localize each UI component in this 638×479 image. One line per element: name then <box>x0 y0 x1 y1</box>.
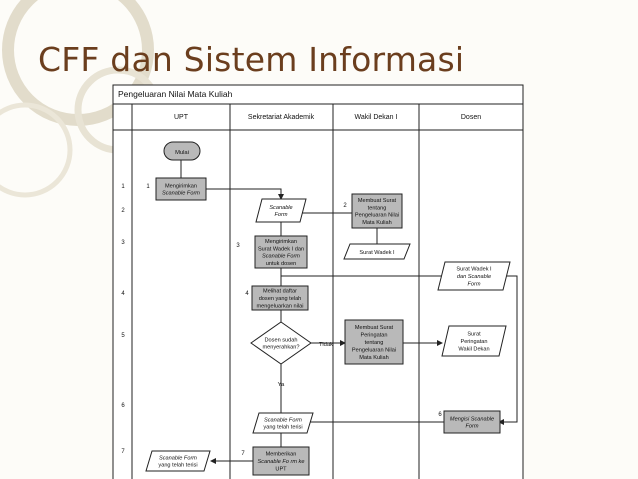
dosen-letter-doc-text-line-1: Surat Wadek I <box>456 267 492 273</box>
sa-filled-form-text-line-1: Scanable Form <box>264 417 302 423</box>
dosen-letter-doc-text-line-2: dan Scanable <box>457 274 491 280</box>
wd-warning-text-line-2: Peringatan <box>360 333 387 339</box>
decision-text-line-2: menyerahkan? <box>262 345 299 351</box>
dosen-fill-text-line-1: Mengisi Scanable <box>450 416 494 422</box>
row-number-7: 7 <box>121 449 125 455</box>
step-number-1: 1 <box>146 184 150 190</box>
sa-filled-form-text-line-2: yang telah terisi <box>263 425 302 431</box>
wd-letter-text-line-1: Membuat Surat <box>358 198 397 204</box>
lane-header-3: Wakil Dekan I <box>355 114 398 121</box>
row-number-1: 1 <box>121 184 125 190</box>
decision-no-label: Tidak <box>319 342 333 348</box>
wd-warning-text-line-3: tentang <box>365 340 384 346</box>
dosen-warning-text-line-3: Wakil Dekan <box>458 346 489 352</box>
step-number-4: 4 <box>245 291 249 297</box>
step-number-3: 3 <box>236 243 240 249</box>
wd-warning-process <box>344 319 404 365</box>
sa-give-process <box>252 446 310 476</box>
wd-warning-text-line-1: Membuat Surat <box>355 325 394 331</box>
wd-letter-text-line-4: Mata Kuliah <box>362 220 392 226</box>
step-number-6: 6 <box>438 412 442 418</box>
wd-letter-doc-text: Surat Wadek I <box>359 250 395 256</box>
dosen-letter-doc-text-line-3: Form <box>467 281 480 287</box>
wd-warning-text-line-5: Mata Kuliah <box>359 355 389 361</box>
start-label: Mulai <box>175 150 189 156</box>
sa-view-process <box>251 285 309 311</box>
dosen-warning-text-line-1: Surat <box>467 332 481 338</box>
upt-send-text-line-2: Scanable Form <box>162 191 200 197</box>
wd-letter-text-line-2: tentang <box>368 205 387 211</box>
wd-letter-process <box>351 193 403 229</box>
sa-give-text-line-2: Scanable Fo rm ke <box>258 459 305 465</box>
dosen-letter-doc <box>437 261 511 291</box>
row-number-4: 4 <box>121 291 125 297</box>
sa-filled-form-doc <box>252 412 314 434</box>
sa-view-text-line-2: dosen yang telah <box>259 296 302 302</box>
row-number-6: 6 <box>121 403 125 409</box>
row-number-5: 5 <box>121 333 125 339</box>
upt-filled-form-text-line-2: yang telah terisi <box>158 463 197 469</box>
decision-text-line-1: Dosen sudah <box>265 337 298 343</box>
wd-letter-doc <box>343 243 411 260</box>
dosen-warning-text-line-2: Peringatan <box>460 339 487 345</box>
lane-header-2: Sekretariat Akademik <box>248 114 315 121</box>
sa-give-text-line-1: Memberikan <box>266 452 297 458</box>
sa-send-text-line-1: Mengirimkan <box>265 239 297 245</box>
lane-header-1: UPT <box>174 114 189 121</box>
step-number-2: 2 <box>343 203 347 209</box>
decision-yes-label: Ya <box>278 382 285 388</box>
step-number-7: 7 <box>241 451 245 457</box>
sa-send-text-line-3: Scanable Form <box>262 254 300 260</box>
sa-give-text-line-3: UPT <box>275 466 287 472</box>
dosen-fill-process <box>443 410 501 434</box>
scanable-form-data <box>255 198 307 223</box>
sa-send-text-line-2: Surat Wadek I dan <box>258 246 304 252</box>
sa-send-text-line-4: untuk dosen <box>266 261 296 267</box>
upt-filled-form-doc <box>145 450 211 472</box>
upt-send-text-line-1: Mengirimkan <box>165 183 197 189</box>
connector-dosen-doc-to-fill <box>498 275 518 425</box>
dosen-warning-doc <box>441 325 507 357</box>
wd-letter-text-line-3: Pengeluaran Nilai <box>355 213 399 219</box>
upt-filled-form-text-line-1: Scanable Form <box>159 455 197 461</box>
scanable-form-text-line-2: Form <box>274 212 287 218</box>
sa-send-process <box>254 235 308 269</box>
dosen-fill-text-line-2: Form <box>465 424 478 430</box>
decision-diamond <box>250 321 312 365</box>
sa-view-text-line-1: Melihat daftar <box>263 289 297 295</box>
diagram-title: Pengeluaran Nilai Mata Kuliah <box>118 89 233 99</box>
connector-send-to-form <box>205 188 284 200</box>
row-number-2: 2 <box>121 208 125 214</box>
scanable-form-text-line-1: Scanable <box>269 205 292 211</box>
row-number-3: 3 <box>121 240 125 246</box>
upt-send-process <box>155 177 207 201</box>
sa-view-text-line-3: mengeluarkan nilai <box>257 303 304 309</box>
start-terminator <box>163 141 201 161</box>
wd-warning-text-line-4: Pengeluaran Nilai <box>352 347 396 353</box>
slide-title: CFF dan Sistem Informasi <box>38 40 465 79</box>
lane-header-4: Dosen <box>461 114 481 121</box>
